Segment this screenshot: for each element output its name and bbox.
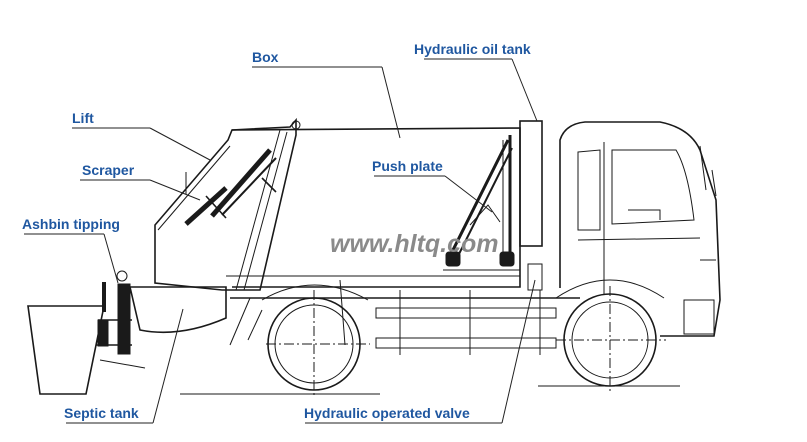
chassis-frame	[180, 263, 680, 395]
scraper-mechanism	[184, 148, 277, 226]
front-wheel	[555, 279, 666, 394]
label-box: Box	[252, 49, 279, 65]
label-push-plate: Push plate	[372, 158, 443, 174]
ashbin	[27, 305, 105, 395]
label-hydraulic-operated-valve: Hydraulic operated valve	[304, 405, 470, 421]
septic-tank	[128, 286, 227, 334]
tailgate-lift	[154, 117, 301, 291]
rear-wheel	[261, 284, 370, 398]
leader-lines	[24, 58, 538, 424]
label-ashbin-tipping: Ashbin tipping	[22, 216, 120, 232]
label-septic-tank: Septic tank	[64, 405, 139, 421]
label-hydraulic-oil-tank: Hydraulic oil tank	[414, 41, 531, 57]
hydraulic-oil-tank	[519, 120, 543, 247]
label-lift: Lift	[72, 110, 94, 126]
truck-cab	[559, 121, 721, 337]
watermark: www.hltq.com	[330, 230, 499, 258]
ashbin-tipping-mechanism	[96, 270, 146, 369]
label-scraper: Scraper	[82, 162, 135, 178]
